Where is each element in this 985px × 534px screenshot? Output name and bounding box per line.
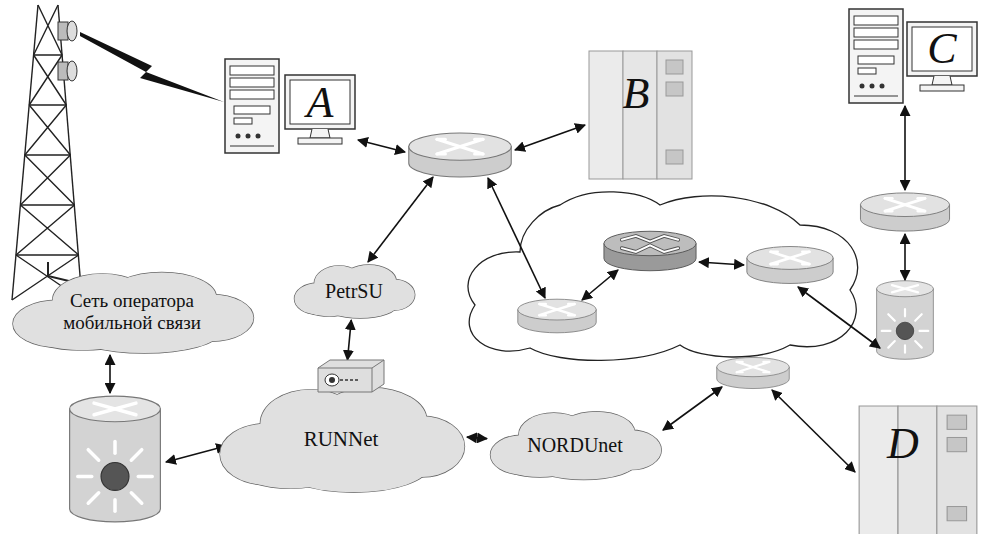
network-name: Сеть оператора мобильной связи	[32, 290, 232, 334]
computer-label: C	[912, 26, 972, 72]
radio-link	[80, 32, 224, 102]
device-letter: B	[623, 72, 650, 116]
network-link	[467, 437, 487, 438]
antenna-dish	[58, 21, 77, 81]
core-switch	[877, 281, 934, 360]
router	[860, 193, 949, 231]
pc-tower	[225, 59, 279, 153]
network-cloud: Сеть оператора мобильной связи	[8, 268, 256, 356]
server-rack	[859, 406, 977, 534]
router	[518, 299, 596, 333]
cloud-region	[468, 192, 858, 361]
device-letter: A	[307, 81, 334, 125]
firewall	[316, 358, 386, 394]
router	[717, 357, 790, 388]
network-cloud: NORDUnet	[487, 408, 663, 482]
network-name: RUNNet	[304, 427, 379, 451]
device-letter: C	[927, 27, 956, 71]
router	[747, 247, 833, 284]
radio-tower	[12, 5, 98, 300]
monitor	[907, 22, 977, 91]
monitor	[285, 75, 355, 144]
server-label: B	[606, 68, 666, 120]
server-rack	[589, 51, 692, 179]
network-name: NORDUnet	[527, 434, 623, 457]
server-label: D	[873, 418, 933, 470]
core-switch	[70, 396, 161, 522]
network-cloud: PetrSU	[292, 262, 416, 320]
link-arrow	[110, 106, 905, 472]
computer-label: A	[290, 80, 350, 126]
pc-tower	[849, 9, 903, 103]
network-link	[347, 320, 351, 360]
network-name: PetrSU	[325, 280, 383, 303]
router	[604, 231, 696, 270]
device-letter: D	[887, 422, 919, 466]
router	[409, 133, 511, 177]
